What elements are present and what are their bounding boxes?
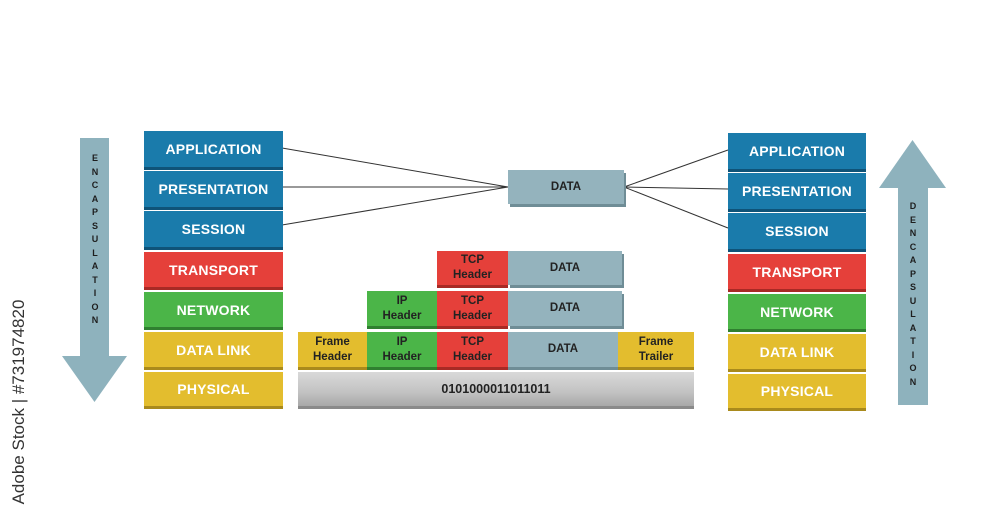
physical-bits-bar: 0101000011011011 xyxy=(298,372,694,406)
network-tcp-header: TCP Header xyxy=(437,291,508,326)
right-layer-data-link: DATA LINK xyxy=(728,334,866,369)
datalink-tcp-header: TCP Header xyxy=(437,332,508,367)
datalink-data: DATA xyxy=(508,332,618,367)
datalink-frame-trailer: Frame Trailer xyxy=(618,332,694,367)
datalink-ip-header: IP Header xyxy=(367,332,437,367)
decapsulation-arrow-icon xyxy=(879,140,946,405)
transport-data: DATA xyxy=(508,251,622,285)
left-layer-physical: PHYSICAL xyxy=(144,372,283,406)
encapsulation-arrow-icon xyxy=(62,138,127,402)
left-layer-transport: TRANSPORT xyxy=(144,252,283,287)
right-layer-physical: PHYSICAL xyxy=(728,374,866,408)
left-layer-session: SESSION xyxy=(144,211,283,247)
right-layer-transport: TRANSPORT xyxy=(728,254,866,289)
network-data: DATA xyxy=(508,291,622,326)
transport-tcp-header: TCP Header xyxy=(437,251,508,285)
stock-watermark: Adobe Stock | #731974820 xyxy=(9,299,28,505)
right-layer-session: SESSION xyxy=(728,213,866,249)
left-layer-network: NETWORK xyxy=(144,292,283,327)
left-layer-application: APPLICATION xyxy=(144,131,283,167)
left-layer-presentation: PRESENTATION xyxy=(144,171,283,207)
right-layer-network: NETWORK xyxy=(728,294,866,329)
network-ip-header: IP Header xyxy=(367,291,437,326)
application-data-box: DATA xyxy=(508,170,624,204)
right-layer-presentation: PRESENTATION xyxy=(728,173,866,209)
datalink-frame-header: Frame Header xyxy=(298,332,367,367)
right-layer-application: APPLICATION xyxy=(728,133,866,169)
left-layer-data-link: DATA LINK xyxy=(144,332,283,367)
